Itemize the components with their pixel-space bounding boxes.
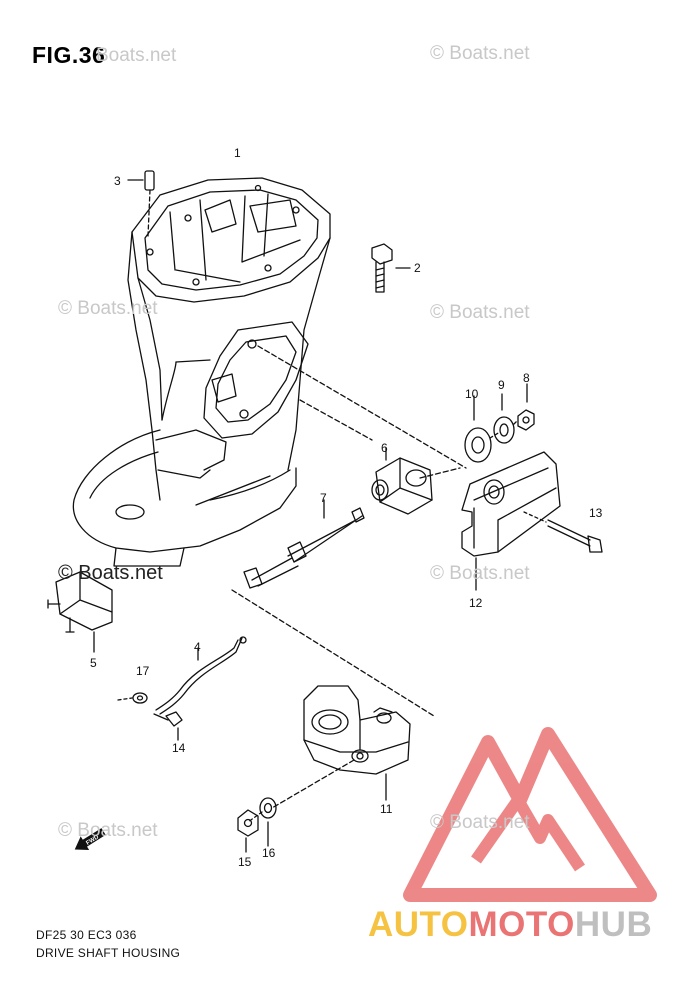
watermark: © Boats.net — [430, 43, 530, 64]
brand-part-hub: HUB — [574, 905, 653, 944]
figure-caption: DRIVE SHAFT HOUSING — [36, 946, 181, 960]
washer-part-16 — [259, 797, 277, 847]
brand-part-auto: AUTO — [368, 905, 469, 944]
watermark: © Boats.net — [58, 298, 158, 319]
callout-2: 2 — [414, 261, 421, 275]
nut-part-15 — [237, 809, 259, 853]
callout-16: 16 — [262, 846, 276, 860]
figure-code: DF25 30 EC3 036 — [36, 928, 137, 942]
callout-3: 3 — [114, 174, 121, 188]
washer-part-9 — [493, 393, 515, 444]
mount-block-part-6 — [371, 447, 433, 515]
brand-part-moto: MOTO — [468, 905, 575, 944]
watermark: © Boats.net — [430, 563, 530, 584]
watermark: © Boats.net — [58, 820, 158, 841]
callout-8: 8 — [523, 371, 530, 385]
callout-12: 12 — [469, 596, 483, 610]
callout-1: 1 — [234, 146, 241, 160]
drive-shaft-housing-part — [72, 177, 331, 567]
callout-4: 4 — [194, 640, 201, 654]
callout-14: 14 — [172, 741, 186, 755]
nut-part-8 — [517, 383, 535, 431]
dowel-pin-part — [127, 170, 155, 237]
lower-mount-part-5 — [47, 571, 113, 653]
washer-part-17 — [117, 692, 148, 704]
watermark: © Boats.net — [430, 302, 530, 323]
callout-5: 5 — [90, 656, 97, 670]
callout-7: 7 — [320, 491, 327, 505]
screw-part-14 — [153, 711, 183, 741]
callout-17: 17 — [136, 664, 150, 678]
clamp-part-11 — [303, 685, 411, 801]
watermark: © Boats.net — [58, 562, 163, 584]
bracket-part-12 — [461, 451, 561, 591]
bolt-part-13 — [523, 511, 603, 553]
callout-15: 15 — [238, 855, 252, 869]
figure-title: FIG.36 — [32, 42, 106, 68]
watermark: Boats.net — [96, 45, 177, 66]
callout-9: 9 — [498, 378, 505, 392]
callout-11: 11 — [380, 802, 393, 816]
callout-13: 13 — [589, 506, 603, 520]
callout-6: 6 — [381, 441, 388, 455]
callout-10: 10 — [465, 387, 479, 401]
automotohub-wordmark: AUTOMOTOHUB — [368, 905, 652, 945]
washer-part-10 — [464, 395, 492, 463]
automotohub-logo-icon — [403, 727, 657, 902]
watermark: © Boats.net — [430, 812, 530, 833]
ground-wire-part-4 — [155, 636, 247, 715]
drive-shaft-part-7 — [243, 499, 365, 589]
bolt-part-2 — [371, 243, 411, 293]
